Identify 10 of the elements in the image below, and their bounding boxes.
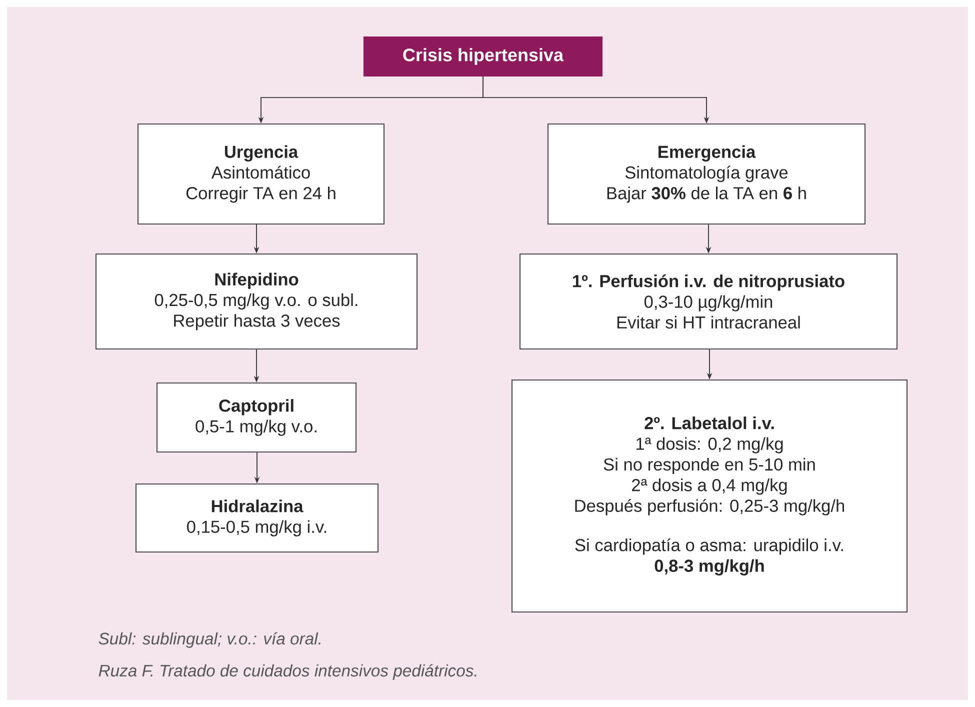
process-box: Hidralazina 0,15-0,5 mg/kg i.v.: [135, 483, 379, 553]
footnote: Subl: sublingual; v.o.: vía oral.: [98, 632, 320, 648]
process-box: Urgencia Asintomático Corregir TA en 24 h: [137, 123, 385, 225]
process-box: Captopril 0,5-1 mg/kg v.o.: [156, 382, 357, 453]
process-box: Nifepidino 0,25-0,5 mg/kg v.o. o subl. Repetir hasta 3 veces: [95, 253, 418, 350]
process-box: 1º. Perfusión i.v. de nitroprusiato 0,3-10 µg/kg/min Evitar si HT intracraneal: [519, 253, 898, 350]
source-note: Ruza F. Tratado de cuidados intensivos pediátricos.: [98, 664, 476, 680]
process-box: 2º. Labetalol i.v. 1ª dosis: 0,2 mg/kg Si no responde en 5-10 min 2ª dosis a 0,4 mg/kg Después perfusión: 0,25-3 mg/kg/h Si cardiopatía o asma: urapidilo i.v. 0,8-3 mg/kg/h: [511, 379, 908, 613]
title-box: Crisis hipertensiva: [363, 36, 603, 77]
process-box: Emergencia Sintomatología grave Bajar 30% de la TA en 6 h: [547, 123, 866, 225]
